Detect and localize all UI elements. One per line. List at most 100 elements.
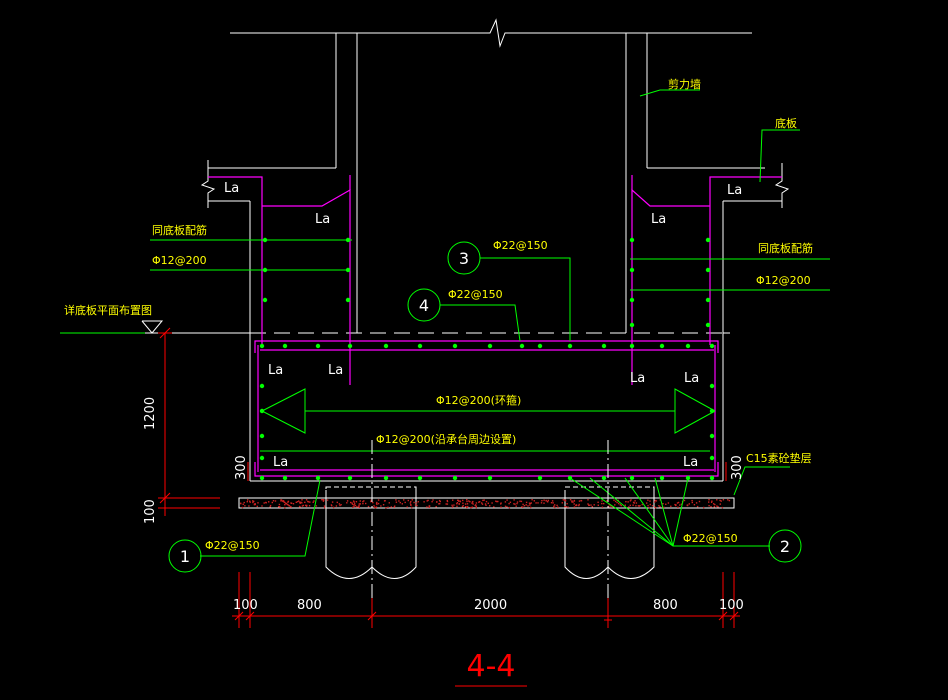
rebar-dot: [709, 475, 715, 481]
hatch-speck: [466, 499, 468, 501]
hatch-speck: [655, 500, 658, 502]
hatch-speck: [495, 500, 497, 502]
hatch-speck: [654, 501, 656, 503]
rebar: [208, 175, 782, 477]
hatch-speck: [508, 502, 510, 505]
hatch-speck: [338, 503, 341, 505]
hatch-speck: [354, 503, 356, 505]
hatch-speck: [385, 507, 387, 509]
hatch-speck: [677, 501, 680, 504]
hatch-speck: [630, 499, 632, 501]
hatch-speck: [525, 501, 528, 504]
hatch-speck: [323, 505, 326, 507]
hatch-speck: [414, 504, 417, 506]
hatch-speck: [335, 505, 338, 507]
cushion-layer: [238, 497, 735, 509]
hatch-speck: [446, 500, 449, 503]
hatch-speck: [387, 506, 389, 508]
hatch-speck: [423, 501, 425, 503]
hatch-speck: [543, 499, 545, 501]
hatch-speck: [322, 500, 325, 502]
hatch-speck: [395, 501, 398, 503]
hatch-speck: [352, 506, 354, 508]
hatch-speck: [649, 500, 651, 502]
hatch-speck: [350, 501, 352, 504]
hatch-speck: [416, 504, 418, 507]
hatch-speck: [576, 504, 578, 507]
hatch-speck: [513, 503, 515, 505]
hatch-speck: [409, 502, 412, 504]
la-label: La: [684, 371, 699, 386]
hatch-speck: [649, 503, 651, 506]
hatch-speck: [456, 505, 458, 508]
hatch-speck: [500, 503, 502, 505]
hatch-speck: [481, 503, 484, 505]
hatch-speck: [410, 504, 412, 506]
hatch-speck: [428, 506, 430, 508]
hatch-speck: [691, 501, 693, 504]
hatch-speck: [676, 502, 679, 504]
hatch-speck: [284, 504, 286, 506]
hatch-speck: [478, 501, 480, 503]
hatch-speck: [521, 506, 523, 508]
hatch-speck: [280, 500, 282, 502]
rebar-dot: [659, 475, 665, 481]
hatch-speck: [500, 506, 502, 508]
hatch-speck: [300, 501, 302, 503]
hatch-speck: [728, 499, 731, 502]
hatch-speck: [608, 506, 610, 508]
hatch-speck: [516, 502, 518, 505]
hatch-speck: [515, 505, 517, 507]
rebar-dot: [259, 455, 265, 461]
hatch-speck: [573, 499, 575, 502]
dim-1200: 1200: [143, 397, 158, 430]
hatch-speck: [483, 499, 485, 501]
hatch-speck: [375, 502, 378, 505]
rebar-dot: [705, 267, 711, 273]
hatch-speck: [591, 506, 593, 508]
hatch-speck: [516, 501, 519, 503]
hatch-speck: [393, 506, 395, 508]
hatch-speck: [446, 499, 448, 502]
rebar-dot: [345, 297, 351, 303]
hatch-speck: [336, 501, 338, 504]
hatch-speck: [485, 504, 487, 506]
pile-centerlines: [371, 440, 609, 600]
hatch-speck: [593, 504, 595, 506]
hatch-speck: [362, 502, 364, 505]
bar2-label: Φ22@150: [683, 532, 738, 545]
elevation-marker: [141, 320, 164, 334]
hatch-speck: [404, 501, 406, 504]
hatch-speck: [606, 500, 608, 502]
rebar-right-wall-outer: [709, 176, 782, 345]
hatch-speck: [383, 500, 386, 502]
hatch-speck: [638, 505, 640, 507]
hatch-speck: [355, 501, 358, 503]
hatch-speck: [487, 502, 489, 504]
hatch-speck: [528, 502, 531, 504]
hatch-speck: [665, 503, 667, 505]
hatch-speck: [351, 503, 354, 505]
hatch-speck: [603, 502, 605, 505]
hatch-speck: [382, 504, 385, 506]
hatch-speck: [686, 504, 689, 507]
hatch-speck: [628, 506, 630, 508]
hatch-speck: [500, 502, 502, 504]
hatch-speck: [377, 499, 380, 501]
hatch-speck: [458, 503, 460, 505]
hatch-speck: [305, 505, 308, 507]
hatch-speck: [324, 506, 326, 509]
hatch-speck: [561, 502, 563, 504]
hatch-speck: [635, 502, 638, 504]
hatch-speck: [261, 505, 263, 507]
dim-100-vertical: 100: [143, 499, 158, 524]
hatch-speck: [313, 500, 315, 502]
hatch-speck: [292, 503, 295, 505]
hatch-speck: [525, 504, 527, 506]
hatch-speck: [696, 505, 699, 508]
hatch-speck: [648, 506, 650, 509]
hatch-speck: [608, 504, 610, 506]
rebar-dot: [487, 475, 493, 481]
hatch-speck: [373, 505, 375, 507]
hatch-speck: [540, 502, 543, 504]
